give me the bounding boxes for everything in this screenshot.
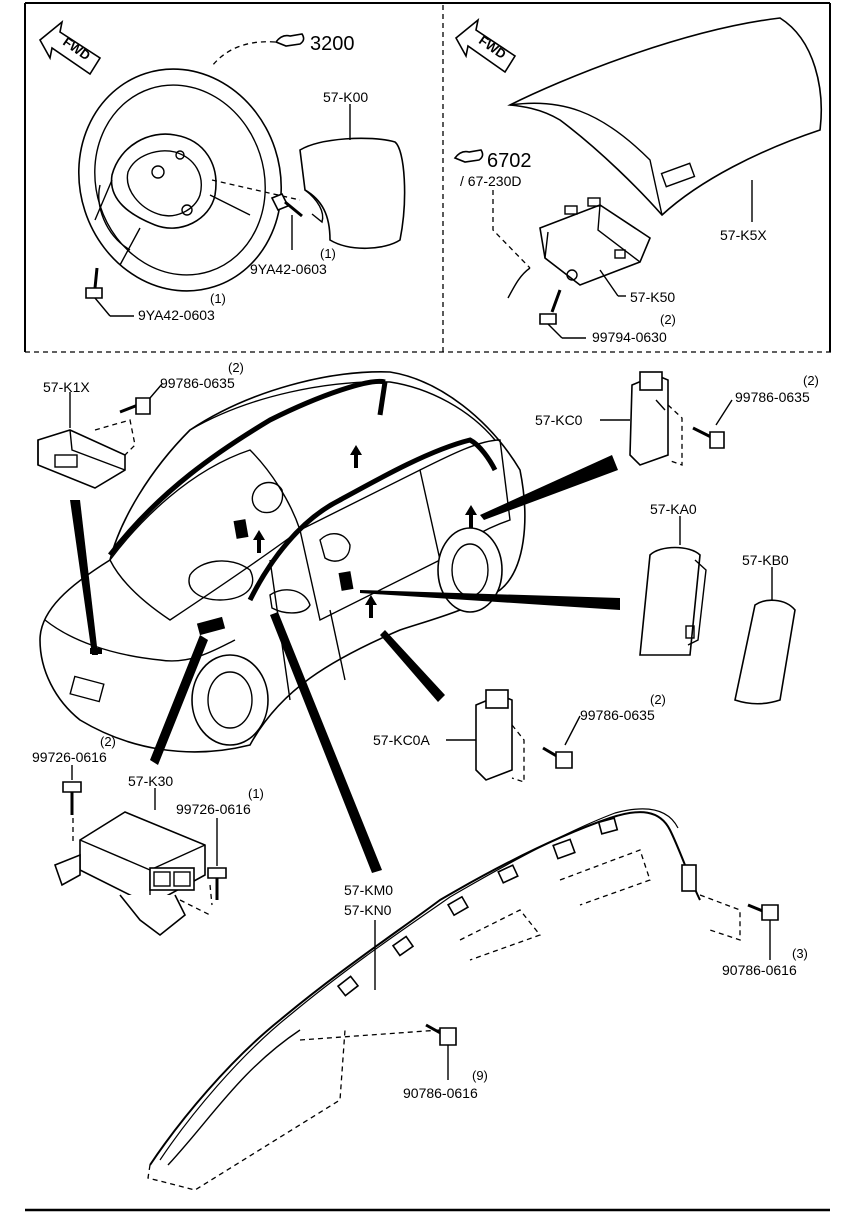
side-airbag-a: 57-KA0 xyxy=(639,501,707,656)
part-label-57-KM0: 57-KM0 xyxy=(344,882,393,898)
qty-label: (2) xyxy=(803,373,819,388)
part-label-57-K00: 57-K00 xyxy=(323,89,368,105)
airbag-control-unit: 57-K30 xyxy=(53,773,213,937)
frame xyxy=(24,2,832,1212)
qty-label: (3) xyxy=(792,946,808,961)
bolt-99794: (2) 99794-0630 xyxy=(539,289,676,345)
vehicle-section: 57-K1X (2) 99786-0635 57-KC0 (2) 99786-0… xyxy=(32,360,819,1191)
qty-label: (1) xyxy=(248,786,264,801)
fwd-arrow-icon: FWD xyxy=(454,17,517,74)
part-label-90786-0616-right: 90786-0616 xyxy=(722,962,797,978)
part-label-57-KC0: 57-KC0 xyxy=(535,412,583,428)
fwd-arrow-icon: FWD xyxy=(38,19,102,76)
part-label-57-KA0: 57-KA0 xyxy=(650,501,697,517)
bolt-9YA42-right: (1) 9YA42-0603 xyxy=(250,192,336,277)
qty-label: (2) xyxy=(650,692,666,707)
part-label-57-KB0: 57-KB0 xyxy=(742,552,789,568)
ref-sub: / 67-230D xyxy=(460,173,521,189)
bolt-99786-side-a: (2) 99786-0635 xyxy=(542,692,666,769)
bolt-90786-right: (3) 90786-0616 xyxy=(722,903,808,978)
side-airbag-b: 57-KB0 xyxy=(734,552,796,705)
part-label-57-K1X: 57-K1X xyxy=(43,379,90,395)
steering-wheel-section: FWD 3200 57-K00 xyxy=(38,19,406,323)
part-label-99726-0616-right: 99726-0616 xyxy=(176,801,251,817)
side-impact-sensor: 57-KC0 xyxy=(535,371,683,466)
part-label-57-K50: 57-K50 xyxy=(630,289,675,305)
side-impact-sensor-a: 57-KC0A xyxy=(373,689,525,783)
part-label-99786-0635-front: 99786-0635 xyxy=(160,375,235,391)
dashboard-panel: 57-K5X xyxy=(507,17,823,243)
bolt-99786-front: (2) 99786-0635 xyxy=(119,360,244,415)
part-label-99794-0630: 99794-0630 xyxy=(592,329,667,345)
bolt-99726-top: (2) 99726-0616 xyxy=(32,734,116,815)
curtain-airbag: 57-KM0 57-KN0 xyxy=(147,808,741,1191)
qty-label: (1) xyxy=(210,291,226,306)
steering-wheel xyxy=(77,68,301,292)
bolt-9YA42-left: (1) 9YA42-0603 xyxy=(85,267,226,323)
ref-number: 3200 xyxy=(310,33,355,55)
bolt-99786-side: (2) 99786-0635 xyxy=(692,373,819,449)
part-label-99726-0616-top: 99726-0616 xyxy=(32,749,107,765)
part-label-9YA42-0603-right: 9YA42-0603 xyxy=(250,261,327,277)
part-label-99786-0635-side-a: 99786-0635 xyxy=(580,707,655,723)
qty-label: (9) xyxy=(472,1068,488,1083)
driver-airbag-module: 57-K00 xyxy=(299,89,406,250)
pointer-wedges xyxy=(70,455,620,873)
ref-number: 6702 xyxy=(487,150,532,172)
ref-6702: 6702 / 67-230D xyxy=(453,149,532,269)
vehicle-body xyxy=(39,371,526,753)
part-label-90786-0616-bottom: 90786-0616 xyxy=(403,1085,478,1101)
ref-3200: 3200 xyxy=(211,33,355,67)
passenger-airbag-module: 57-K50 xyxy=(507,197,675,305)
passenger-airbag-section: FWD 57-K5X 6702 / 67-230D xyxy=(453,17,823,345)
qty-label: (2) xyxy=(228,360,244,375)
qty-label: (2) xyxy=(660,312,676,327)
part-label-57-KC0A: 57-KC0A xyxy=(373,732,430,748)
part-label-57-K5X: 57-K5X xyxy=(720,227,767,243)
front-crash-sensor: 57-K1X xyxy=(37,379,136,489)
bolt-99726-right: (1) 99726-0616 xyxy=(176,786,264,900)
bolt-90786-bottom: (9) 90786-0616 xyxy=(403,1023,488,1101)
part-label-57-K30: 57-K30 xyxy=(128,773,173,789)
part-label-9YA42-0603-left: 9YA42-0603 xyxy=(138,307,215,323)
qty-label: (2) xyxy=(100,734,116,749)
part-label-57-KN0: 57-KN0 xyxy=(344,902,392,918)
part-label-99786-0635-side: 99786-0635 xyxy=(735,389,810,405)
qty-label: (1) xyxy=(320,246,336,261)
